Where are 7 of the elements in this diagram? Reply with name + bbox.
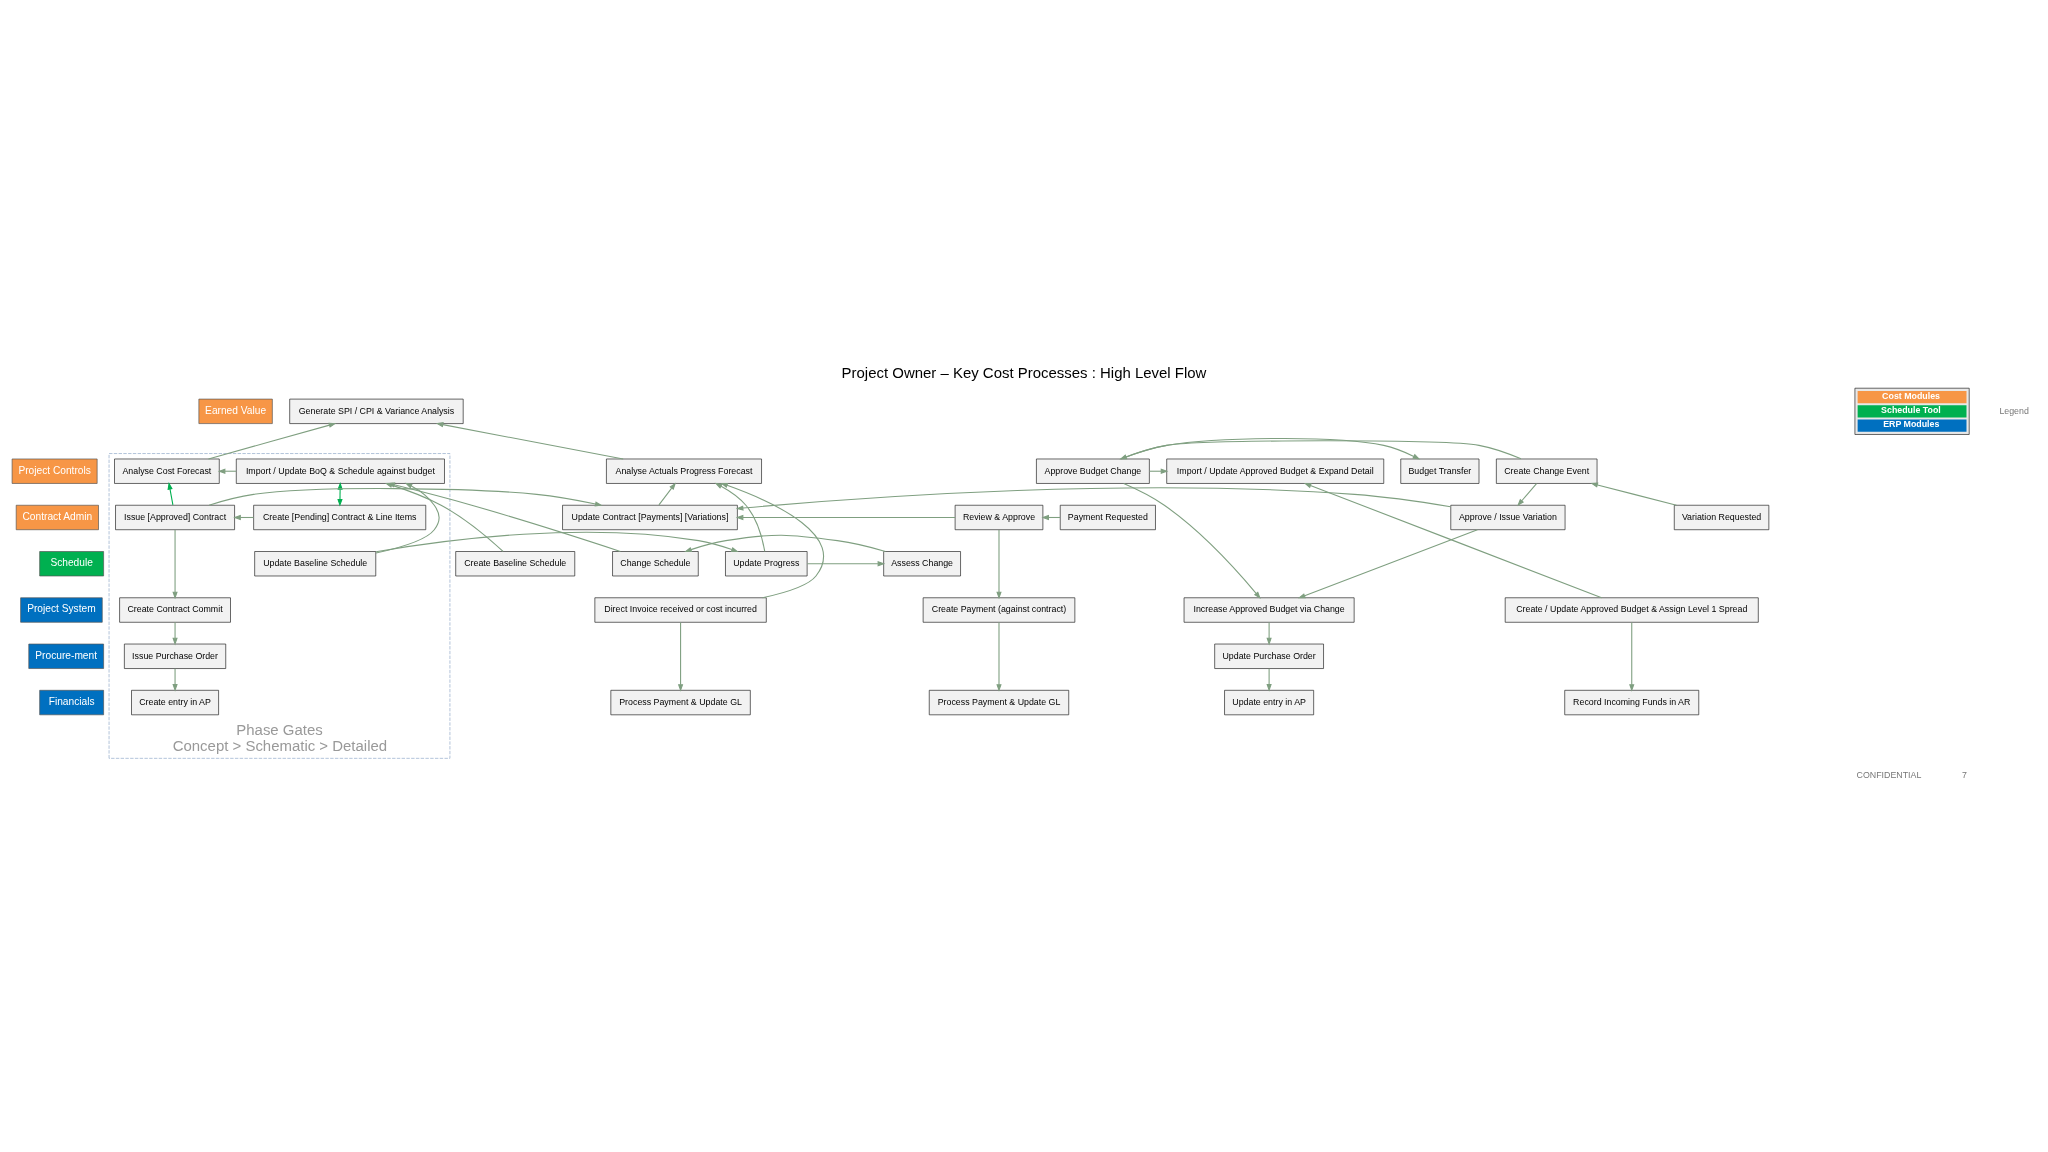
label: CONFIDENTIAL xyxy=(1856,770,1922,781)
legend-label: Cost Modules xyxy=(1882,390,1940,401)
label: Legend xyxy=(1999,405,2029,416)
label: 7 xyxy=(1961,770,1967,781)
diagram-title: Project Owner – Key Cost Processes : High Level Flow xyxy=(841,364,1207,382)
legend-label: ERP Modules xyxy=(1883,419,1940,430)
legend-label: Schedule Tool xyxy=(1881,404,1941,415)
